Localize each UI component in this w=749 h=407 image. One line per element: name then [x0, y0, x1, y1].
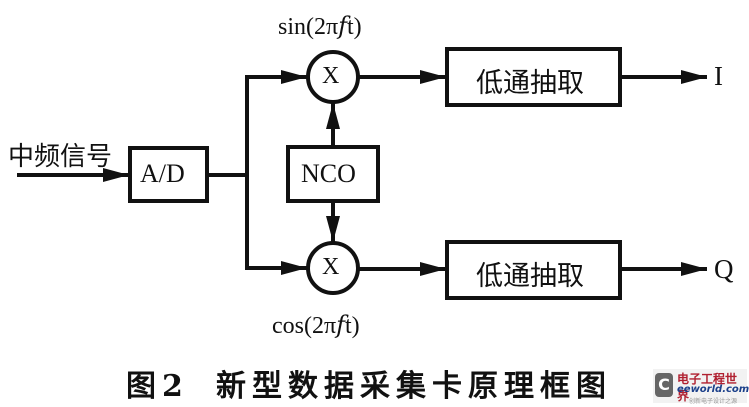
eeworld-logo-icon: C — [655, 373, 673, 397]
watermark-logo: C 电子工程世界 eeworld.com.cn 创新电子设计之源 — [653, 369, 749, 405]
nco-label: NCO — [301, 159, 356, 188]
figure-number: 图2 — [126, 369, 189, 404]
top-mixer-symbol: X — [322, 63, 340, 89]
input-signal-label: 中频信号 — [8, 142, 113, 172]
watermark-tagline: 创新电子设计之源 — [689, 398, 738, 405]
watermark-name-cn: 电子工程世界 — [677, 372, 738, 403]
top-lpf-label: 低通抽取 — [476, 68, 584, 99]
bottom-lpf-label: 低通抽取 — [476, 261, 584, 292]
bottom-mixer-symbol: X — [322, 254, 340, 280]
watermark-name-en: eeworld.com.cn — [677, 384, 749, 395]
sin-label: sin(2π𝑓t) — [278, 14, 362, 40]
figure-caption: 新型数据采集卡原理框图 — [216, 369, 612, 404]
cos-label: cos(2π𝑓t) — [272, 313, 360, 339]
output-i-label: I — [714, 61, 723, 91]
adc-label: A/D — [140, 159, 185, 188]
output-q-label: Q — [714, 254, 734, 284]
